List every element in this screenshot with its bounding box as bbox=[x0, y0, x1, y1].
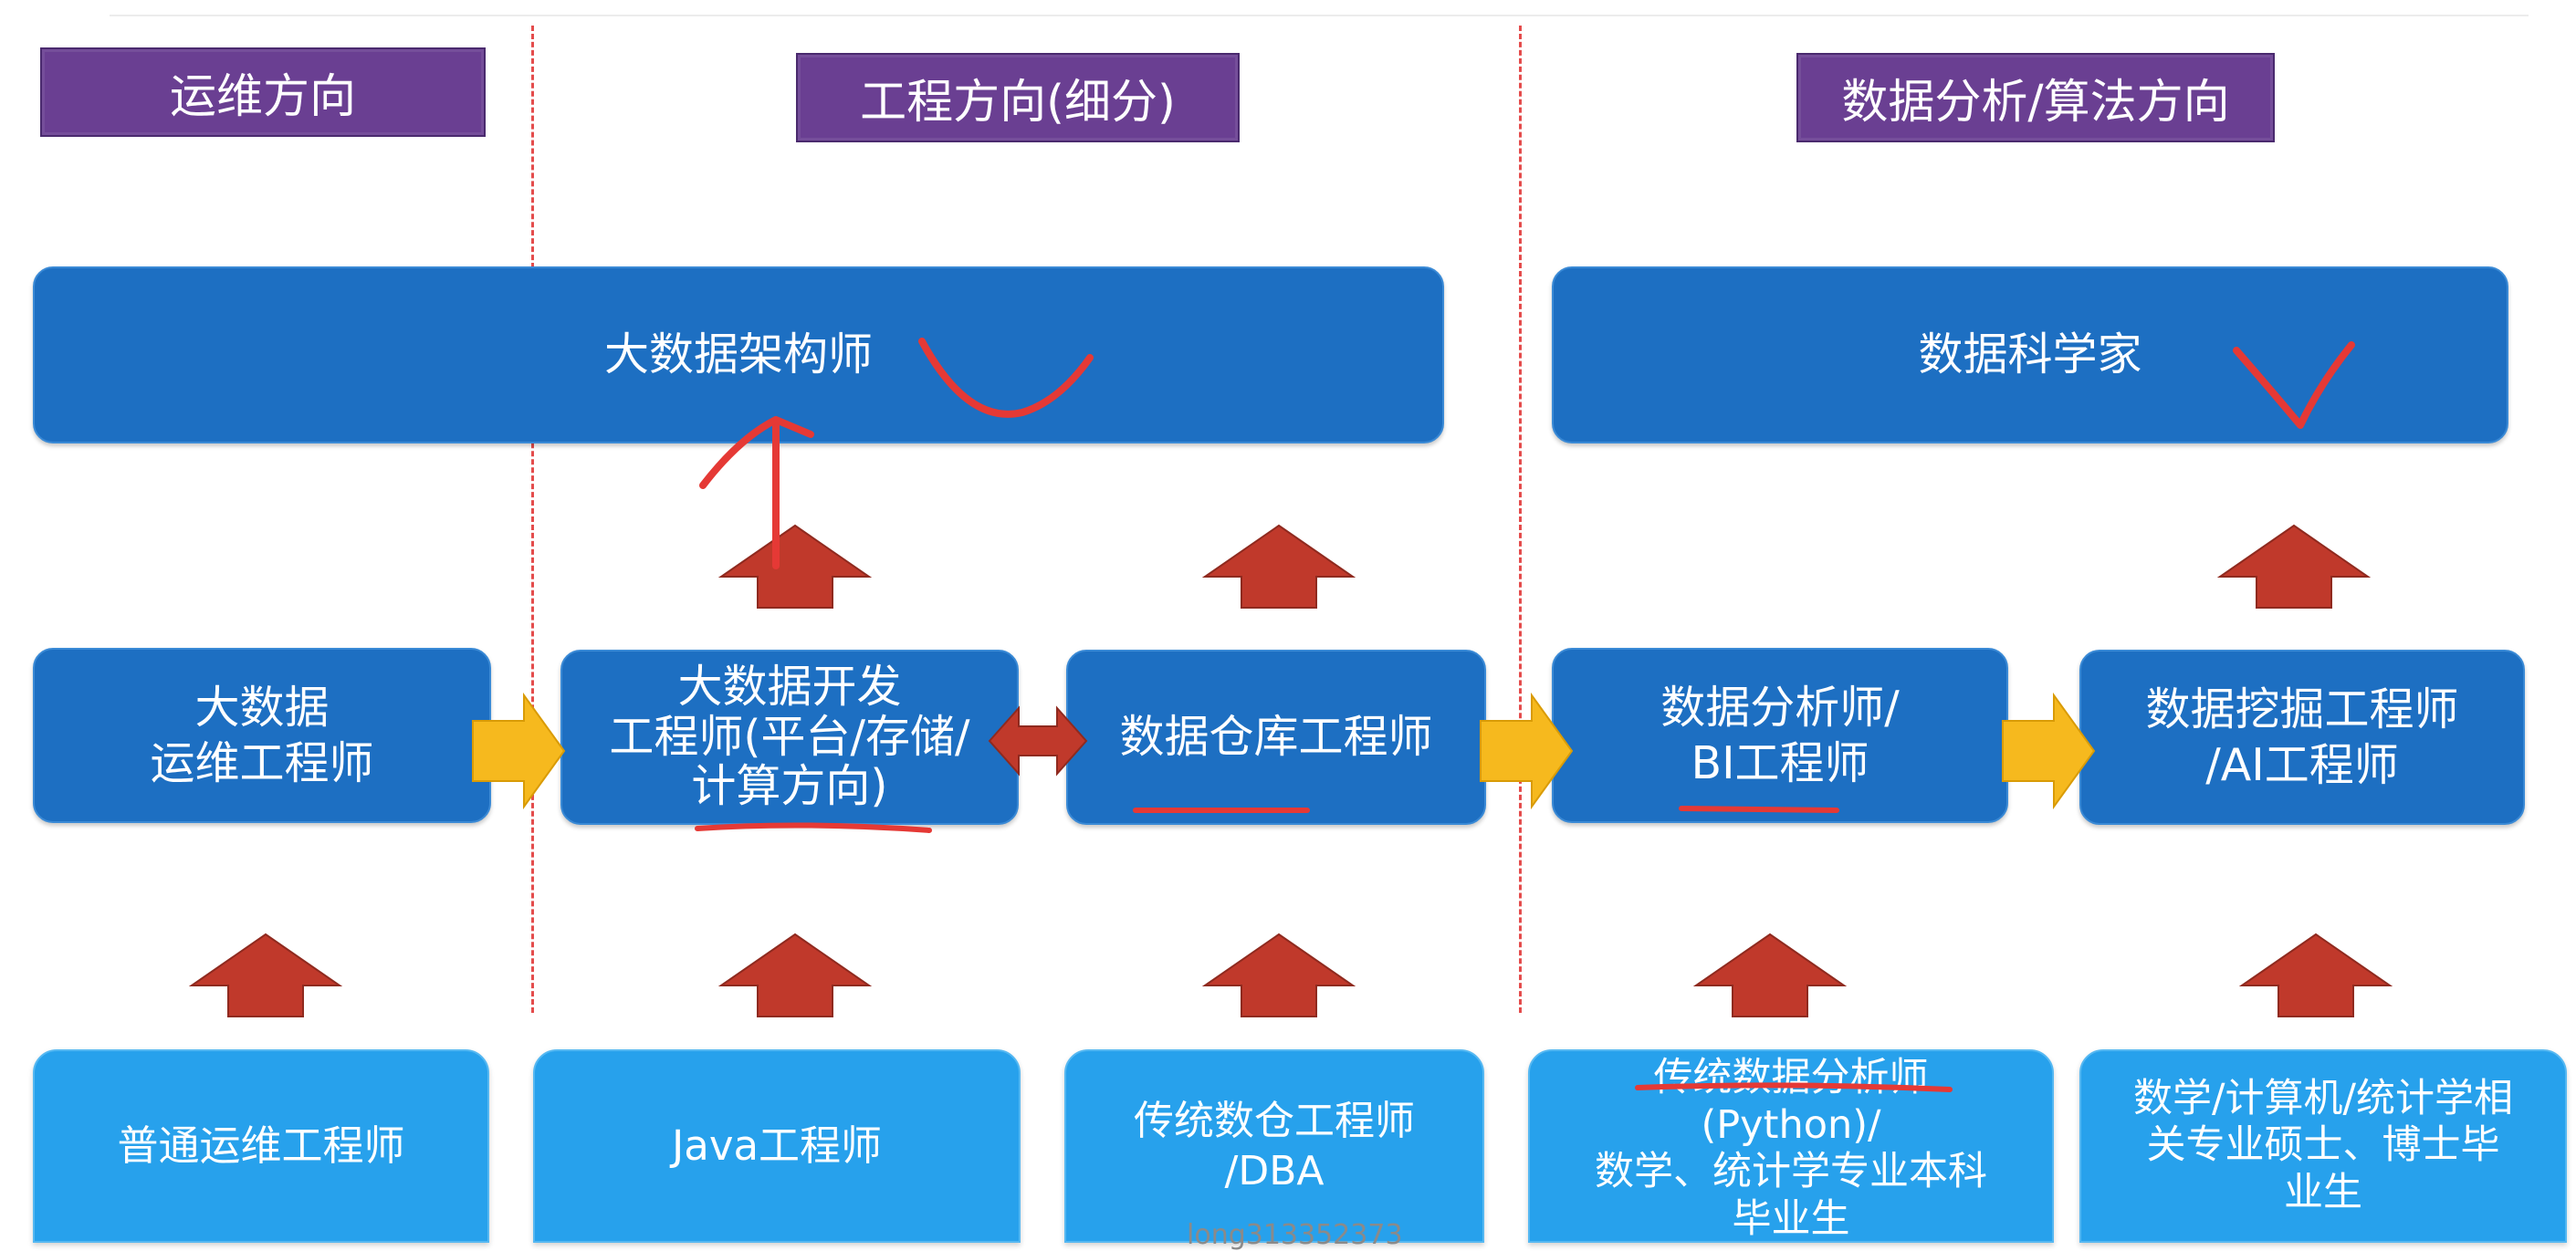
up-arrow-icon bbox=[1692, 933, 1848, 1017]
base-analyst-line-3: 数学、统计学专业本科 bbox=[1595, 1149, 1987, 1195]
header-engineering: 工程方向(细分) bbox=[796, 53, 1240, 142]
up-arrow-icon bbox=[1201, 933, 1356, 1017]
base-dba-line-1: 传统数仓工程师 bbox=[1134, 1098, 1415, 1144]
annotation-underline-dev bbox=[695, 822, 932, 833]
base-ops-label: 普通运维工程师 bbox=[117, 1121, 405, 1170]
right-arrow-icon bbox=[472, 692, 566, 810]
header-ops: 运维方向 bbox=[40, 47, 486, 137]
base-ops: 普通运维工程师 bbox=[33, 1049, 489, 1243]
role-analyst-line-2: BI工程师 bbox=[1691, 737, 1869, 789]
separator-ops-engineering bbox=[531, 26, 534, 1013]
header-ops-label: 运维方向 bbox=[169, 70, 356, 124]
base-grad-text: 数学/计算机/统计学相 关专业硕士、博士毕 业生 bbox=[2133, 1076, 2513, 1217]
role-mining-engineer-line-1: 数据挖掘工程师 bbox=[2145, 683, 2459, 735]
base-java-label: Java工程师 bbox=[671, 1121, 883, 1170]
right-arrow-icon bbox=[2002, 692, 2096, 810]
role-dev-engineer: 大数据开发 工程师(平台/存储/ 计算方向) bbox=[560, 650, 1019, 825]
base-grad: 数学/计算机/统计学相 关专业硕士、博士毕 业生 bbox=[2079, 1049, 2567, 1243]
base-analyst: 传统数据分析师 (Python)/ 数学、统计学专业本科 毕业生 bbox=[1528, 1049, 2054, 1243]
base-grad-line-1: 数学/计算机/统计学相 bbox=[2133, 1075, 2513, 1121]
role-ops-engineer: 大数据 运维工程师 bbox=[33, 648, 491, 823]
base-analyst-line-2: (Python)/ bbox=[1701, 1101, 1881, 1148]
up-arrow-icon bbox=[717, 933, 873, 1017]
header-analysis: 数据分析/算法方向 bbox=[1796, 53, 2275, 142]
role-dev-engineer-line-2: 工程师(平台/存储/ bbox=[609, 710, 970, 763]
up-arrow-icon bbox=[2216, 524, 2372, 609]
base-analyst-text: 传统数据分析师 (Python)/ 数学、统计学专业本科 毕业生 bbox=[1595, 1055, 1987, 1243]
role-architect: 大数据架构师 bbox=[33, 266, 1444, 443]
role-dev-engineer-text: 大数据开发 工程师(平台/存储/ 计算方向) bbox=[609, 662, 969, 813]
role-ops-engineer-line-1: 大数据 bbox=[194, 681, 330, 734]
role-scientist-label: 数据科学家 bbox=[1918, 328, 2142, 381]
header-engineering-label: 工程方向(细分) bbox=[860, 76, 1176, 130]
role-analyst: 数据分析师/ BI工程师 bbox=[1552, 648, 2008, 823]
role-dev-engineer-line-1: 大数据开发 bbox=[677, 660, 902, 713]
base-analyst-line-4: 毕业生 bbox=[1732, 1195, 1850, 1242]
watermark-text: long313352373 bbox=[1187, 1219, 1403, 1251]
double-arrow-icon bbox=[988, 705, 1088, 777]
role-scientist: 数据科学家 bbox=[1552, 266, 2508, 443]
top-divider bbox=[110, 15, 2529, 16]
up-arrow-icon bbox=[2238, 933, 2393, 1017]
up-arrow-icon bbox=[1201, 524, 1356, 609]
role-warehouse-engineer: 数据仓库工程师 bbox=[1066, 650, 1486, 825]
role-mining-engineer: 数据挖掘工程师 /AI工程师 bbox=[2079, 650, 2525, 825]
separator-engineering-analysis bbox=[1519, 26, 1522, 1013]
role-ops-engineer-line-2: 运维工程师 bbox=[150, 737, 374, 789]
up-arrow-icon bbox=[717, 524, 873, 609]
right-arrow-icon bbox=[1480, 692, 1574, 810]
base-dba: 传统数仓工程师 /DBA bbox=[1064, 1049, 1484, 1243]
role-analyst-line-1: 数据分析师/ bbox=[1660, 681, 1900, 734]
base-dba-line-2: /DBA bbox=[1224, 1148, 1325, 1194]
base-java: Java工程师 bbox=[533, 1049, 1021, 1243]
role-ops-engineer-text: 大数据 运维工程师 bbox=[150, 680, 373, 792]
base-grad-line-2: 关专业硕士、博士毕 bbox=[2146, 1122, 2500, 1169]
role-dev-engineer-line-3: 计算方向) bbox=[691, 760, 888, 813]
role-warehouse-engineer-label: 数据仓库工程师 bbox=[1119, 711, 1433, 764]
base-dba-text: 传统数仓工程师 /DBA bbox=[1134, 1096, 1415, 1196]
role-mining-engineer-text: 数据挖掘工程师 /AI工程师 bbox=[2145, 682, 2458, 794]
base-grad-line-3: 业生 bbox=[2283, 1169, 2362, 1215]
up-arrow-icon bbox=[188, 933, 343, 1017]
header-analysis-label: 数据分析/算法方向 bbox=[1841, 76, 2230, 130]
role-mining-engineer-line-2: /AI工程师 bbox=[2205, 739, 2399, 791]
role-architect-label: 大数据架构师 bbox=[603, 328, 873, 381]
base-analyst-line-1: 传统数据分析师 bbox=[1653, 1055, 1929, 1100]
role-analyst-text: 数据分析师/ BI工程师 bbox=[1660, 680, 1900, 792]
